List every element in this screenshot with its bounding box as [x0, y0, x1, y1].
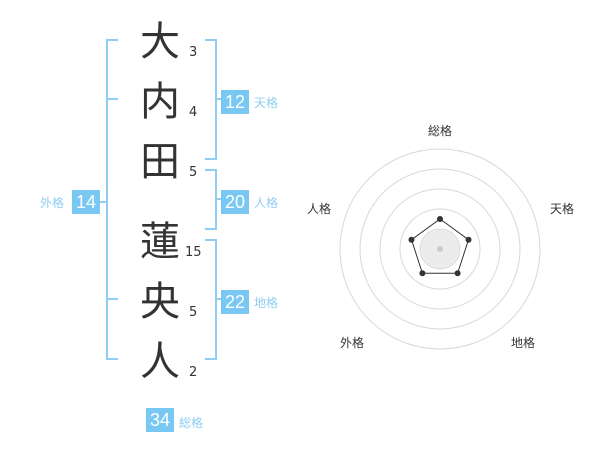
tenkaku-value-badge: 12 — [221, 90, 249, 114]
radar-label-soukaku: 総格 — [428, 124, 453, 138]
name-char-5: 央 — [140, 279, 180, 325]
radar-label-gaikaku: 外格 — [340, 336, 365, 350]
radar-ring-3 — [379, 188, 501, 310]
tenkaku-bracket — [205, 39, 221, 160]
radar-point-tenkaku — [465, 236, 472, 243]
radar-label-tenkaku: 天格 — [550, 202, 575, 216]
name-char-2: 内 — [140, 79, 180, 125]
stroke-count-5: 5 — [189, 305, 198, 320]
radar-label-jinkaku: 人格 — [307, 202, 332, 216]
radar-ring-1 — [339, 148, 541, 350]
stroke-count-2: 4 — [189, 105, 198, 120]
gaikaku-label: 外格 — [40, 196, 65, 210]
jinkaku-bracket — [205, 169, 221, 230]
radar-point-chikaku — [454, 270, 461, 277]
name-char-3: 田 — [140, 139, 180, 185]
radar-point-jinkaku — [408, 236, 415, 243]
jinkaku-label: 人格 — [254, 196, 279, 210]
tenkaku-label: 天格 — [254, 96, 279, 110]
radar-center-dot — [437, 246, 443, 252]
soukaku-label: 総格 — [179, 416, 204, 430]
radar-polygon — [410, 218, 470, 274]
radar-point-gaikaku — [419, 270, 426, 277]
jinkaku-value-badge: 20 — [221, 190, 249, 214]
stroke-count-3: 5 — [189, 165, 198, 180]
soukaku-value-badge: 34 — [146, 408, 174, 432]
gaikaku-value-badge: 14 — [72, 190, 100, 214]
stroke-count-6: 2 — [189, 365, 198, 380]
name-char-4: 蓮 — [140, 219, 180, 265]
stroke-count-1: 3 — [189, 45, 198, 60]
chikaku-value-badge: 22 — [221, 290, 249, 314]
name-char-6: 人 — [140, 339, 180, 385]
chikaku-bracket — [205, 239, 221, 360]
chikaku-label: 地格 — [254, 296, 279, 310]
radar-label-chikaku: 地格 — [511, 336, 536, 350]
radar-point-soukaku — [437, 216, 443, 222]
radar-ring-4 — [399, 208, 481, 290]
gaikaku-bracket — [95, 39, 118, 360]
radar-ring-2 — [359, 168, 521, 330]
name-char-1: 大 — [140, 19, 180, 65]
stroke-count-4: 15 — [185, 245, 202, 260]
